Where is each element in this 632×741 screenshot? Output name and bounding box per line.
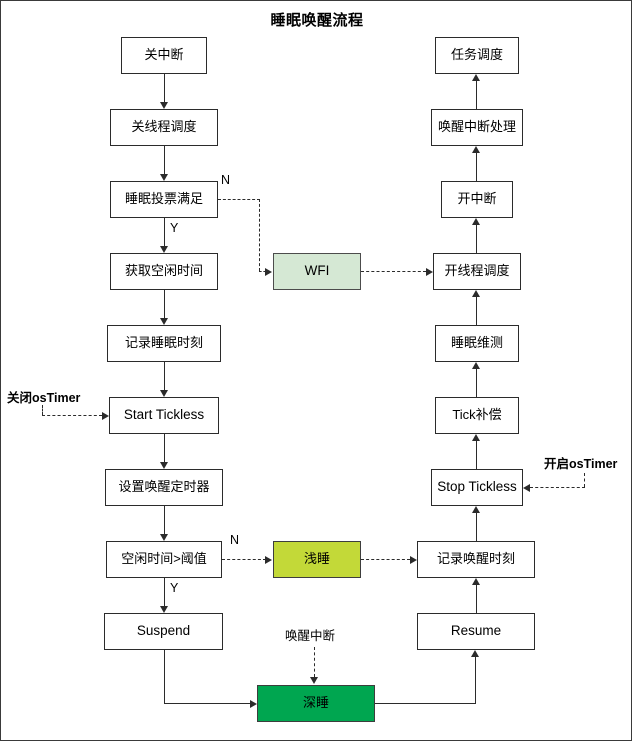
arrowhead-up: [471, 434, 480, 441]
arrowhead-right: [426, 267, 433, 276]
edge-get-idle-to-record-sleep: [164, 290, 165, 318]
node-deep-sleep[interactable]: 深睡: [257, 685, 375, 722]
arrowhead-down: [159, 390, 168, 397]
edge-record-sleep-to-start-tickless: [164, 362, 165, 390]
arrowhead-right: [265, 267, 272, 276]
arrowhead-up: [471, 650, 479, 657]
arrowhead-up: [471, 362, 480, 369]
node-open-thread-sched[interactable]: 开线程调度: [433, 253, 521, 290]
edge-tick-compensate-to-sleep-monitor: [476, 369, 477, 397]
arrowhead-down: [159, 318, 168, 325]
arrowhead-down: [159, 462, 168, 469]
node-record-wake-time[interactable]: 记录唤醒时刻: [417, 541, 535, 578]
edge-open-os-timer-v: [584, 473, 585, 487]
node-task-sched[interactable]: 任务调度: [435, 37, 519, 74]
edge-label-threshold-yes: Y: [170, 581, 179, 595]
arrowhead-down: [159, 606, 168, 613]
edge-threshold-no-to-light-sleep: [222, 559, 266, 560]
edge-deep-sleep-to-resume-v: [475, 657, 476, 703]
edge-close-os-timer-h: [42, 415, 102, 416]
arrowhead-left: [523, 483, 530, 492]
edge-wake-interrupt-v: [314, 647, 315, 677]
node-suspend[interactable]: Suspend: [104, 613, 223, 650]
edge-open-interrupt-to-wake-irq-handler: [476, 153, 477, 181]
arrowhead-up: [471, 146, 480, 153]
arrowhead-down: [159, 246, 168, 253]
node-idle-gt-threshold[interactable]: 空闲时间>阈值: [106, 541, 222, 578]
node-record-sleep-time[interactable]: 记录睡眠时刻: [107, 325, 221, 362]
edge-suspend-down: [164, 650, 165, 704]
arrowhead-down: [159, 102, 168, 109]
arrowhead-down: [309, 677, 318, 684]
edge-threshold-yes-to-suspend: [164, 578, 165, 606]
edge-vote-no-v: [259, 199, 260, 271]
node-stop-tickless[interactable]: Stop Tickless: [431, 469, 523, 506]
edge-wake-irq-handler-to-task-sched: [476, 81, 477, 109]
arrowhead-up: [471, 578, 480, 585]
edge-start-tickless-to-set-timer: [164, 434, 165, 462]
node-start-tickless[interactable]: Start Tickless: [109, 397, 219, 434]
annotation-open-os-timer: 开启osTimer: [544, 457, 618, 471]
edge-vote-yes-to-get-idle-time: [164, 218, 165, 246]
arrowhead-up: [471, 74, 480, 81]
arrowhead-up: [471, 290, 480, 297]
node-tick-compensate[interactable]: Tick补偿: [435, 397, 519, 434]
edge-sleep-monitor-to-open-thread-sched: [476, 297, 477, 325]
edge-deep-sleep-to-resume-h: [375, 703, 476, 704]
edge-light-sleep-to-record-wake: [361, 559, 410, 560]
arrowhead-right: [410, 555, 417, 564]
node-sleep-monitor[interactable]: 睡眠维测: [435, 325, 519, 362]
node-light-sleep[interactable]: 浅睡: [273, 541, 361, 578]
node-set-wake-timer[interactable]: 设置唤醒定时器: [105, 469, 223, 506]
node-wfi[interactable]: WFI: [273, 253, 361, 290]
arrowhead-down: [159, 534, 168, 541]
edge-wfi-to-open-thread-sched: [361, 271, 426, 272]
edge-stop-tickless-to-tick-compensate: [476, 441, 477, 469]
edge-suspend-to-deep-sleep: [164, 703, 250, 704]
edge-close-interrupt-to-close-thread-sched: [164, 74, 165, 102]
node-close-interrupt[interactable]: 关中断: [121, 37, 207, 74]
arrowhead-right: [250, 699, 257, 708]
edge-close-os-timer-v: [42, 405, 43, 415]
arrowhead-right: [102, 411, 109, 420]
edge-label-vote-yes: Y: [170, 221, 179, 235]
edge-vote-no-h2: [259, 271, 266, 272]
arrowhead-up: [471, 506, 480, 513]
page-title: 睡眠唤醒流程: [270, 12, 364, 29]
node-wake-irq-handler[interactable]: 唤醒中断处理: [431, 109, 523, 146]
node-get-idle-time[interactable]: 获取空闲时间: [110, 253, 218, 290]
arrowhead-right: [265, 555, 272, 564]
edge-close-thread-sched-to-vote: [164, 146, 165, 174]
annotation-wake-interrupt: 唤醒中断: [285, 629, 336, 643]
annotation-close-os-timer: 关闭osTimer: [7, 391, 81, 405]
node-resume[interactable]: Resume: [417, 613, 535, 650]
edge-record-wake-to-stop-tickless: [476, 513, 477, 541]
edge-vote-no-h1: [218, 199, 260, 200]
edge-open-os-timer-h: [530, 487, 585, 488]
arrowhead-down: [159, 174, 168, 181]
edge-label-vote-no: N: [221, 173, 231, 187]
edge-resume-to-record-wake: [476, 585, 477, 613]
edge-label-threshold-no: N: [230, 533, 240, 547]
edge-open-thread-sched-to-open-interrupt: [476, 225, 477, 253]
node-open-interrupt[interactable]: 开中断: [441, 181, 513, 218]
edge-set-timer-to-threshold: [164, 506, 165, 534]
node-close-thread-sched[interactable]: 关线程调度: [110, 109, 218, 146]
node-sleep-vote-ok[interactable]: 睡眠投票满足: [110, 181, 218, 218]
arrowhead-up: [471, 218, 480, 225]
